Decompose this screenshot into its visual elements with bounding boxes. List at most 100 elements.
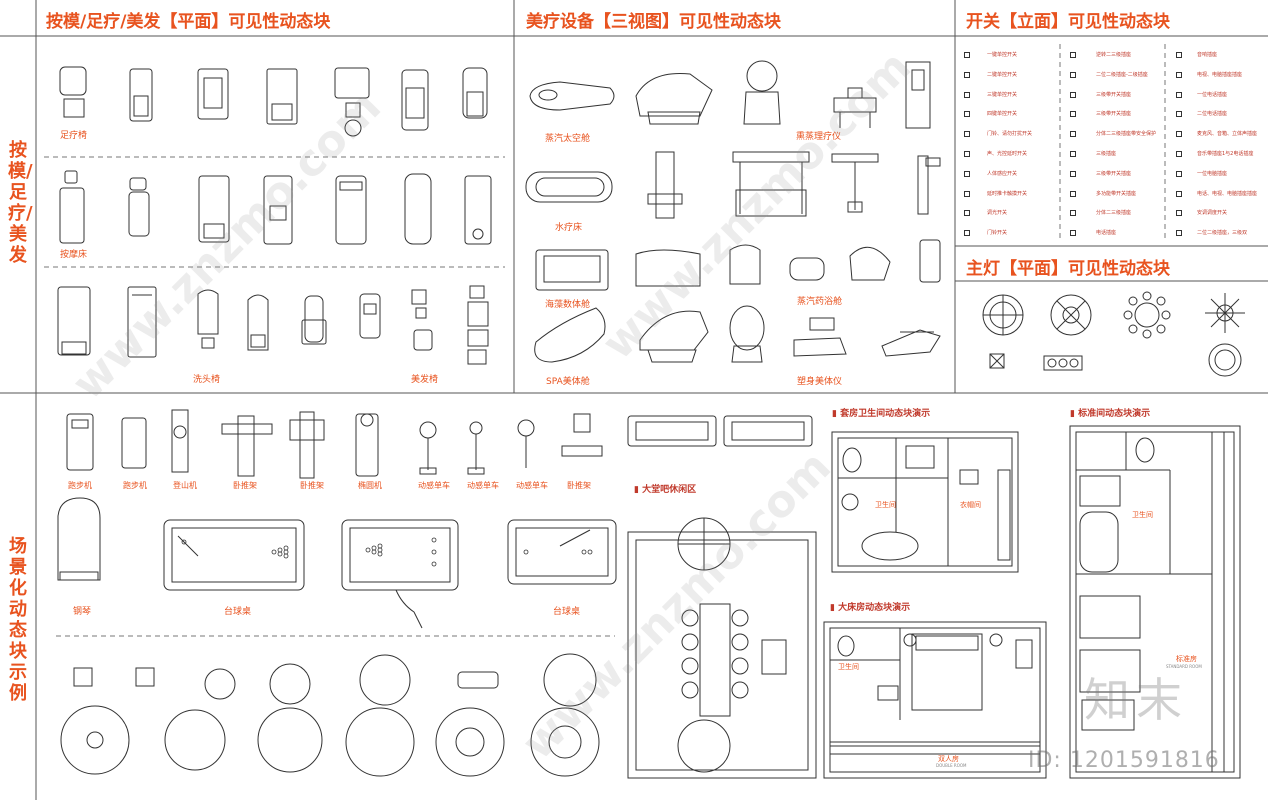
switch-icon (1176, 230, 1182, 237)
plan-label-double-room-en: DOUBLE ROOM (936, 763, 967, 768)
plan-label-standard-room: 标准房 (1176, 655, 1197, 663)
watermark-id: ID: 1201591816 (1028, 748, 1220, 773)
switch-icon (964, 151, 970, 157)
switch-label: 分体二三级插座 (1096, 210, 1132, 217)
gym-label: 登山机 (173, 481, 197, 490)
switch-icon (1176, 210, 1182, 217)
gym-label: 动感单车 (418, 481, 450, 490)
label-foot-chair: 足疗椅 (60, 131, 88, 141)
switch-label: 人体感应开关 (987, 170, 1018, 177)
title-king-room: ▮ 大床房动态块演示 (830, 603, 911, 613)
label-wash-chair: 洗头椅 (193, 375, 221, 385)
plan-label-double-room: 双人房 (938, 755, 959, 763)
gym-label: 卧推架 (300, 481, 324, 490)
gym-label: 卧推架 (567, 481, 591, 490)
section-title-light: 主灯【平面】可见性动态块 (966, 259, 1170, 279)
side-title-scene: 场景化动态块示例 (9, 536, 27, 704)
switch-label: 二位二级插座-二级插座 (1096, 71, 1148, 78)
switch-icon (964, 111, 970, 118)
gym-label: 椭圆机 (358, 481, 382, 490)
switch-label: 音响插座 (1197, 52, 1218, 58)
plan-label-bathroom-3: 卫生间 (838, 663, 859, 671)
switch-label: 三级带开关插座 (1096, 91, 1132, 98)
switch-icon (964, 230, 970, 237)
gym-label: 动感单车 (467, 481, 499, 490)
gym-label: 动感单车 (516, 481, 548, 490)
side-title-massage: 按模/足疗/美发 (8, 140, 33, 266)
gym-label: 跑步机 (123, 481, 147, 490)
gym-label: 卧推架 (233, 481, 257, 490)
switch-icon (1070, 210, 1076, 217)
title-king-room-text: 大床房动态块演示 (838, 603, 911, 613)
switch-label: 四键单控开关 (987, 111, 1018, 118)
label-lobby: ▮ 大堂吧休闲区 (634, 485, 697, 495)
switch-label: 电话、电视、电脑插座插座 (1197, 190, 1258, 197)
switch-icon (1176, 151, 1182, 157)
switch-icon (1176, 52, 1182, 58)
label-piano: 钢琴 (73, 607, 92, 617)
switch-icon (1070, 190, 1076, 197)
label-billiard: 台球桌 (224, 607, 252, 617)
switch-icon (1176, 71, 1182, 78)
switch-label: 安调调度开关 (1197, 210, 1228, 217)
switch-label: 三级插座 (1096, 151, 1117, 157)
label-steam-bath: 蒸汽药浴舱 (797, 297, 843, 307)
switch-icon (1070, 52, 1076, 58)
switch-icon (1176, 190, 1182, 197)
switch-icon (964, 210, 970, 217)
switch-icon (964, 91, 970, 98)
plan-label-bathroom: 卫生间 (875, 501, 896, 509)
title-standard-room: ▮ 标准间动态块演示 (1070, 409, 1151, 419)
switch-label: 电话插座 (1096, 230, 1117, 237)
switch-label: 三级带开关插座 (1096, 170, 1132, 177)
gym-label: 跑步机 (68, 481, 92, 490)
label-fumigation: 熏蒸理疗仪 (796, 132, 842, 142)
switch-icon (1070, 131, 1076, 138)
switch-label: 二位电话插座 (1197, 111, 1228, 118)
section-title-switch: 开关【立面】可见性动态块 (966, 12, 1170, 32)
label-billiard-2: 台球桌 (553, 607, 581, 617)
title-standard-room-text: 标准间动态块演示 (1078, 409, 1151, 419)
switch-label: 声、光控延时开关 (987, 151, 1028, 157)
label-lobby-text: 大堂吧休闲区 (642, 485, 697, 495)
switch-label: 麦克风、音箱、立体声插座 (1197, 131, 1258, 138)
switch-label: 二位二级插座，三级双 (1197, 230, 1248, 237)
switch-label: 一位电脑插座 (1197, 170, 1228, 177)
label-body-shaper: 塑身美体仪 (797, 377, 843, 387)
plan-label-bathroom-2: 卫生间 (1132, 511, 1153, 519)
switch-icon (1070, 170, 1076, 177)
switch-icon (964, 52, 970, 58)
switch-icon (1070, 151, 1076, 157)
switch-icon (1176, 170, 1182, 177)
switch-icon (964, 170, 970, 177)
switch-icon (964, 131, 970, 138)
label-massage-bed: 按摩床 (60, 250, 88, 260)
switch-label: 逆转二三级插座 (1096, 52, 1132, 58)
watermark-brand: 知末 (1084, 673, 1188, 727)
switch-icon (964, 71, 970, 78)
switch-label: 延时推卡触摸开关 (987, 190, 1028, 197)
switch-label: 三级带开关插座 (1096, 111, 1132, 118)
label-spa-capsule: SPA美体舱 (546, 377, 590, 387)
label-hydro-bed: 水疗床 (555, 223, 583, 233)
switch-icon (1070, 230, 1076, 237)
switch-label: 分体二三级插座带安全保护 (1096, 131, 1157, 138)
switch-icon (1070, 91, 1076, 98)
switch-label: 多功能带开关插座 (1096, 190, 1137, 197)
switch-icon (1176, 131, 1182, 138)
section-title-massage: 按模/足疗/美发【平面】可见性动态块 (46, 12, 331, 32)
switch-icon (1176, 111, 1182, 118)
label-hair-chair: 美发椅 (411, 375, 439, 385)
switch-label: 一键单控开关 (987, 52, 1018, 58)
label-seaweed: 海藻数体舱 (545, 300, 591, 310)
section-title-beauty: 美疗设备【三视图】可见性动态块 (526, 12, 781, 32)
plan-label-standard-room-en: STANDARD ROOM (1166, 664, 1202, 669)
switch-icon (1070, 71, 1076, 78)
switch-icon (964, 190, 970, 197)
label-steam-capsule: 蒸汽太空舱 (545, 134, 591, 144)
switch-label: 电视、电脑插座插座 (1197, 71, 1243, 78)
switch-label: 调光开关 (987, 210, 1008, 217)
title-suite-bath: ▮ 套房卫生间动态块演示 (832, 409, 931, 419)
